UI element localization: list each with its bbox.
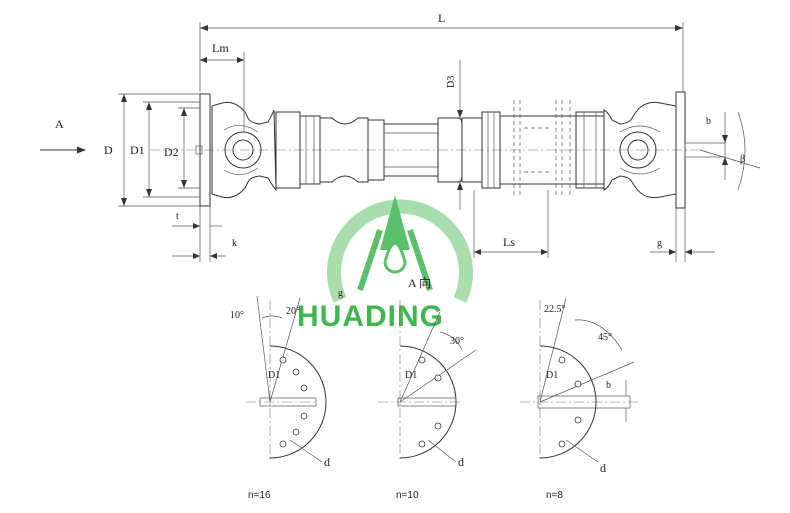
dim-k-label: k bbox=[232, 238, 237, 249]
view-caption: A 向 bbox=[408, 275, 431, 290]
dim-t-label: t bbox=[176, 211, 179, 222]
hole-d-label-3: d bbox=[600, 461, 606, 475]
dim-D1-label: D1 bbox=[130, 143, 145, 157]
dim-b-label: b bbox=[706, 116, 711, 127]
count-label-3: n=8 bbox=[546, 490, 563, 501]
dim-D3-label: D3 bbox=[446, 76, 457, 88]
left-flange bbox=[199, 93, 211, 207]
count-label-2: n=10 bbox=[396, 490, 419, 501]
key-b-label: b bbox=[606, 380, 611, 391]
hole-d-label-1: d bbox=[324, 455, 330, 469]
dim-g-label: g bbox=[657, 238, 662, 249]
pcd-label-3: D1 bbox=[546, 370, 558, 381]
dim-D2-label: D2 bbox=[164, 145, 179, 159]
watermark-text: HUADING bbox=[297, 300, 444, 333]
flange-view-n16: 10° 20° D1 d n=16 bbox=[230, 295, 330, 501]
dim-beta-label: β bbox=[740, 154, 745, 165]
dim-g-mid-label: g bbox=[338, 288, 343, 299]
left-yoke bbox=[211, 101, 277, 199]
angle-45-label: 45° bbox=[598, 332, 612, 343]
hole-d-label-2: d bbox=[458, 455, 464, 469]
spline-section bbox=[499, 100, 605, 195]
flange-view-n8: 22.5° 45° D1 b d n=8 bbox=[520, 297, 640, 501]
dim-Lm-label: Lm bbox=[212, 41, 229, 55]
angle-30-label: 30° bbox=[450, 336, 464, 347]
huading-logo bbox=[327, 195, 473, 303]
angle-10-label: 10° bbox=[230, 310, 244, 321]
pcd-label-2: D1 bbox=[405, 370, 417, 381]
dim-D-label: D bbox=[104, 143, 113, 157]
angle-22-5-label: 22.5° bbox=[544, 304, 566, 315]
angle-20-label: 20° bbox=[286, 306, 300, 317]
flange-view-n10: 30° D1 d n=10 bbox=[378, 300, 477, 501]
pcd-label-1: D1 bbox=[268, 370, 280, 381]
count-label-1: n=16 bbox=[248, 490, 271, 501]
dim-L-label: L bbox=[438, 11, 445, 25]
view-A-label: A bbox=[55, 117, 64, 131]
dim-Ls-label: Ls bbox=[503, 235, 515, 249]
